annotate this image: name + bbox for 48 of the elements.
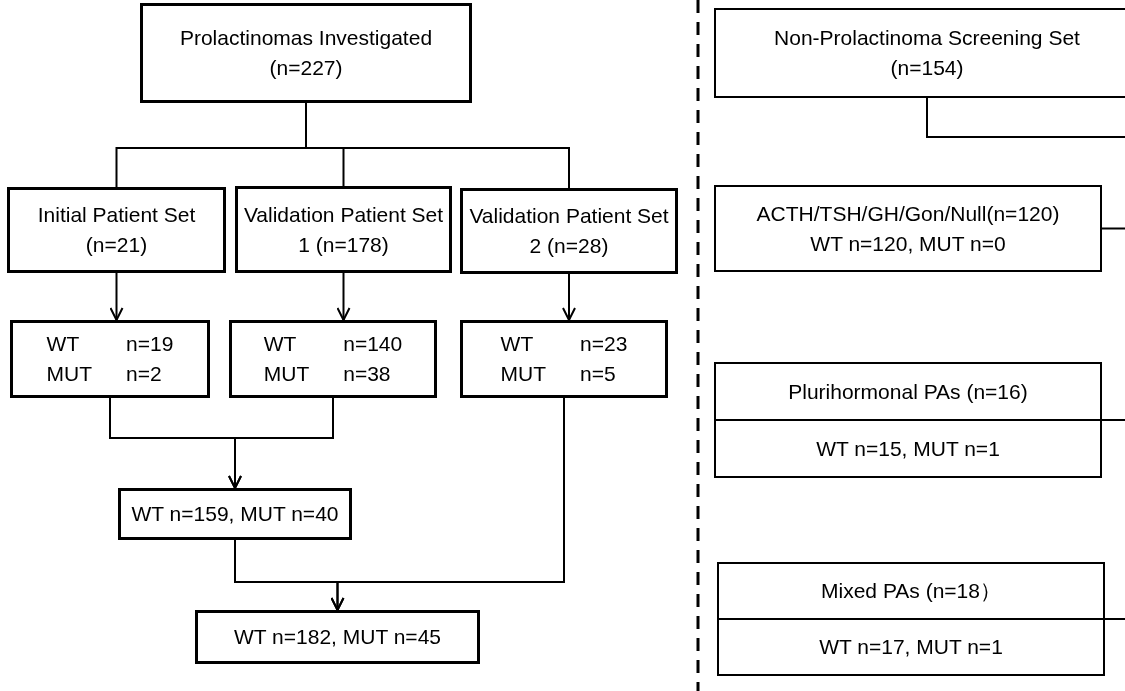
box-text: Validation Patient Set 2 (n=28) bbox=[468, 203, 670, 259]
count-text: n=38 bbox=[343, 361, 392, 387]
connector-line bbox=[1104, 618, 1125, 620]
box-text: Initial Patient Set (n=21) bbox=[36, 202, 197, 258]
arrow bbox=[336, 272, 351, 321]
result-box bbox=[229, 320, 437, 398]
box-text: WT n=17, MUT n=1 bbox=[819, 634, 1003, 660]
box-text: Prolactinomas Investigated (n=227) bbox=[178, 25, 434, 81]
group-label: WT bbox=[500, 331, 535, 357]
process-box bbox=[140, 3, 472, 103]
process-box bbox=[714, 8, 1125, 98]
box-text: Plurihormonal PAs (n=16) bbox=[788, 378, 1028, 405]
count-text: n=140 bbox=[343, 331, 403, 357]
arrow bbox=[109, 272, 124, 321]
count-text: n=2 bbox=[126, 361, 163, 387]
connector-line bbox=[305, 102, 570, 189]
box-text: WT n=15, MUT n=1 bbox=[816, 435, 1000, 462]
connector-line bbox=[1101, 419, 1125, 421]
result-box bbox=[10, 320, 210, 398]
arrow bbox=[562, 273, 576, 321]
box-text: Mixed PAs (n=18） bbox=[821, 578, 1001, 604]
group-box bbox=[714, 362, 1102, 478]
box-text: ACTH/TSH/GH/Gon/Null(n=120) bbox=[756, 200, 1060, 227]
group-label: MUT bbox=[263, 361, 310, 387]
group-label: WT bbox=[263, 331, 298, 357]
connector-line bbox=[1101, 227, 1125, 230]
connector-line bbox=[926, 97, 1125, 138]
group-label: MUT bbox=[500, 361, 547, 387]
box-text: Validation Patient Set 1 (n=178) bbox=[242, 201, 445, 258]
process-box bbox=[235, 186, 452, 273]
process-box bbox=[195, 610, 480, 664]
box-text: WT n=159, MUT n=40 bbox=[131, 501, 339, 527]
count-text: n=5 bbox=[580, 361, 617, 387]
count-text: n=19 bbox=[126, 331, 174, 357]
box-text: Non-Prolactinoma Screening Set (n=154) bbox=[773, 25, 1081, 81]
group-box bbox=[717, 562, 1105, 676]
arrow bbox=[228, 397, 334, 489]
box-text: WT n=182, MUT n=45 bbox=[234, 624, 441, 650]
process-box bbox=[460, 188, 678, 274]
process-box bbox=[714, 185, 1102, 272]
group-label: WT bbox=[46, 331, 81, 357]
process-box bbox=[118, 488, 352, 540]
box-text: WT n=120, MUT n=0 bbox=[810, 230, 1006, 257]
result-box bbox=[460, 320, 668, 398]
group-label: MUT bbox=[46, 361, 93, 387]
process-box bbox=[7, 187, 226, 273]
arrow bbox=[330, 397, 565, 611]
count-text: n=23 bbox=[580, 331, 628, 357]
